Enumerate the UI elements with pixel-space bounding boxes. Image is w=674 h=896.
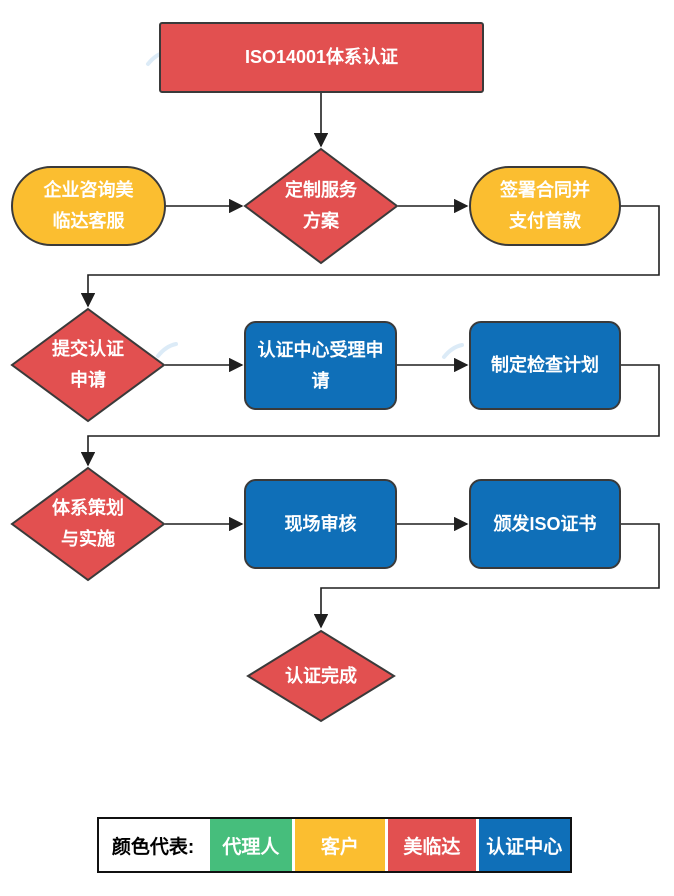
- title-box: [159, 22, 484, 93]
- complete-diamond: [246, 629, 396, 723]
- sign-contract-stadium: [469, 166, 621, 246]
- center-accept-box: [244, 321, 397, 410]
- custom-plan-diamond: [243, 147, 399, 265]
- connector-issue-to-complete: [313, 523, 660, 629]
- legend: 颜色代表: 代理人 客户 美临达 认证中心: [97, 817, 572, 873]
- watermark-swirl: [442, 343, 464, 359]
- watermark-swirl: [156, 342, 178, 358]
- consult-stadium: [11, 166, 166, 246]
- onsite-audit-box: [244, 479, 397, 569]
- make-plan-box: [469, 321, 621, 410]
- submit-apply-diamond: [10, 307, 166, 423]
- legend-item-agent: 代理人: [210, 819, 292, 871]
- legend-item-meilinda: 美临达: [388, 819, 476, 871]
- legend-label: 颜色代表:: [111, 836, 195, 858]
- legend-item-cert-center: 认证中心: [478, 819, 570, 871]
- legend-item-customer: 客户: [294, 819, 386, 871]
- connector-sign-to-submit: [80, 205, 660, 308]
- issue-cert-box: [469, 479, 621, 569]
- connector-plan-to-implement: [80, 364, 660, 467]
- system-implement-diamond: [10, 466, 166, 582]
